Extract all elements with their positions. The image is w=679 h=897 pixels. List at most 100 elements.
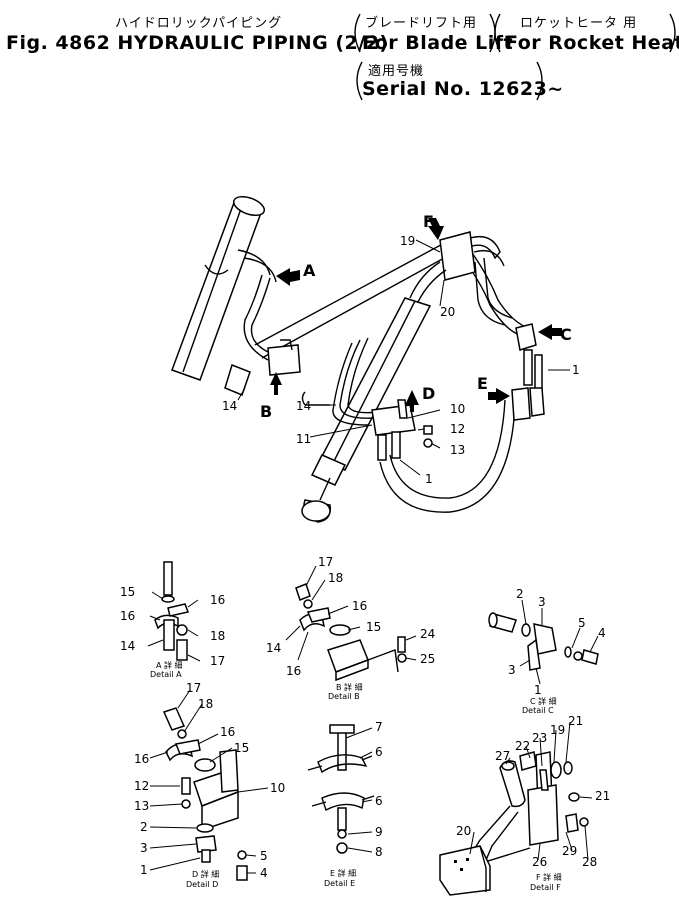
callout-b-16-top: 16 xyxy=(352,599,367,613)
callout-f-20: 20 xyxy=(456,824,471,838)
arrow-label-f: F xyxy=(423,212,434,231)
arrow-b: B xyxy=(260,372,282,421)
callout-14-main-center: 14 xyxy=(296,399,311,413)
callout-d-2: 2 xyxy=(140,820,148,834)
callout-f-26: 26 xyxy=(532,855,547,869)
callout-c-3-top: 3 xyxy=(538,595,546,609)
callout-f-22: 22 xyxy=(515,739,530,753)
callout-d-18: 18 xyxy=(198,697,213,711)
callout-d-10: 10 xyxy=(270,781,285,795)
callout-d-3: 3 xyxy=(140,841,148,855)
arrow-c: C xyxy=(538,324,572,344)
hoses-left xyxy=(237,249,277,361)
detail-c-caption-jp: C 詳 細 xyxy=(530,696,557,706)
callout-d-13: 13 xyxy=(134,799,149,813)
callout-d-16-left: 16 xyxy=(134,752,149,766)
detail-f: 21 19 23 22 27 21 20 29 28 26 F 詳 細 Deta… xyxy=(439,714,610,896)
callout-a-15: 15 xyxy=(120,585,135,599)
arrow-a: A xyxy=(276,261,316,286)
detail-f-caption-en: Detail F xyxy=(530,883,561,892)
blade-lift-jp: ブレードリフト用 xyxy=(365,16,478,31)
junction-f xyxy=(439,231,513,326)
hoses-rocket-heater xyxy=(379,249,529,513)
detail-a-caption-jp: A 詳 細 xyxy=(156,660,183,670)
arrow-d: D xyxy=(405,384,435,412)
title-en: Fig. 4862 HYDRAULIC PIPING (2/2) xyxy=(6,32,389,54)
callout-e-8: 8 xyxy=(375,845,383,859)
detail-d-caption-en: Detail D xyxy=(186,880,218,889)
callout-f-19: 19 xyxy=(550,723,565,737)
callout-f-23: 23 xyxy=(532,731,547,745)
main-assembly-view: A B C D E F 19 20 xyxy=(171,195,580,523)
detail-b: 17 18 16 15 14 16 24 25 B 詳 細 Detail B xyxy=(266,555,435,701)
arrow-label-a: A xyxy=(303,261,316,280)
detail-a-caption-en: Detail A xyxy=(150,670,182,679)
detail-c: 2 3 5 4 3 1 C 詳 細 Detail C xyxy=(488,587,606,715)
callout-10-main: 10 xyxy=(450,402,465,416)
callout-a-16-right: 16 xyxy=(210,593,225,607)
callout-1-main-bottom: 1 xyxy=(425,472,433,486)
callout-d-1: 1 xyxy=(140,863,148,877)
block-b xyxy=(267,339,301,376)
serial-jp: 適用号機 xyxy=(368,64,425,79)
detail-e-caption-en: Detail E xyxy=(324,879,355,888)
callout-f-21-top: 21 xyxy=(568,714,583,728)
callout-b-14: 14 xyxy=(266,641,281,655)
left-lift-cylinder xyxy=(171,195,266,396)
fittings-c-e xyxy=(511,323,545,421)
callout-d-4: 4 xyxy=(260,866,268,880)
arrow-label-d: D xyxy=(422,384,435,403)
rocket-heater-en: For Rocket Heater xyxy=(505,32,679,54)
detail-e-caption-jp: E 詳 細 xyxy=(330,868,356,878)
detail-b-caption-jp: B 詳 細 xyxy=(336,682,363,692)
title-jp: ハイドロリックパイピング xyxy=(115,16,283,31)
callout-1-main-right: 1 xyxy=(572,363,580,377)
arrow-label-c: C xyxy=(560,325,572,344)
arrow-label-e: E xyxy=(477,374,488,393)
callout-20-main: 20 xyxy=(440,305,455,319)
callout-f-27: 27 xyxy=(495,749,510,763)
arrow-f: F xyxy=(423,212,444,240)
callout-12-main: 12 xyxy=(450,422,465,436)
blade-lift-en: For Blade Lift xyxy=(362,32,514,54)
callout-c-3-bottom: 3 xyxy=(508,663,516,677)
detail-e: 7 6 6 9 8 E 詳 細 Detail E xyxy=(307,720,383,888)
callout-d-15: 15 xyxy=(234,741,249,755)
callout-b-24: 24 xyxy=(420,627,435,641)
callout-a-17: 17 xyxy=(210,654,225,668)
callout-b-16-bottom: 16 xyxy=(286,664,301,678)
callout-d-17: 17 xyxy=(186,681,201,695)
callout-e-7: 7 xyxy=(375,720,383,734)
callout-11-main: 11 xyxy=(296,432,311,446)
callout-a-14: 14 xyxy=(120,639,135,653)
callout-c-1: 1 xyxy=(534,683,542,697)
serial-en: Serial No. 12623~ xyxy=(362,78,564,100)
callout-a-18: 18 xyxy=(210,629,225,643)
rocket-heater-jp: ロケットヒータ 用 xyxy=(520,16,638,31)
detail-d: 17 18 16 16 15 10 12 13 2 3 1 5 4 D 詳 細 … xyxy=(134,681,285,889)
detail-d-caption-jp: D 詳 細 xyxy=(192,869,219,879)
callout-13-main: 13 xyxy=(450,443,465,457)
detail-f-caption-jp: F 詳 細 xyxy=(536,872,562,882)
callout-c-4: 4 xyxy=(598,626,606,640)
detail-b-caption-en: Detail B xyxy=(328,692,360,701)
callout-d-16-right: 16 xyxy=(220,725,235,739)
callout-a-16-left: 16 xyxy=(120,609,135,623)
callout-d-12: 12 xyxy=(134,779,149,793)
header-brackets xyxy=(354,13,676,101)
callout-e-6-bottom: 6 xyxy=(375,794,383,808)
callout-19-main: 19 xyxy=(400,234,415,248)
main-callouts xyxy=(237,239,570,476)
callout-f-28: 28 xyxy=(582,855,597,869)
callout-b-15: 15 xyxy=(366,620,381,634)
callout-c-2: 2 xyxy=(516,587,524,601)
callout-b-17: 17 xyxy=(318,555,333,569)
callout-d-5: 5 xyxy=(260,849,268,863)
block-d xyxy=(371,399,416,461)
callout-b-18: 18 xyxy=(328,571,343,585)
callout-e-6-top: 6 xyxy=(375,745,383,759)
arrow-e: E xyxy=(477,374,510,404)
arrow-label-b: B xyxy=(260,402,272,421)
hoses-center xyxy=(332,337,381,426)
